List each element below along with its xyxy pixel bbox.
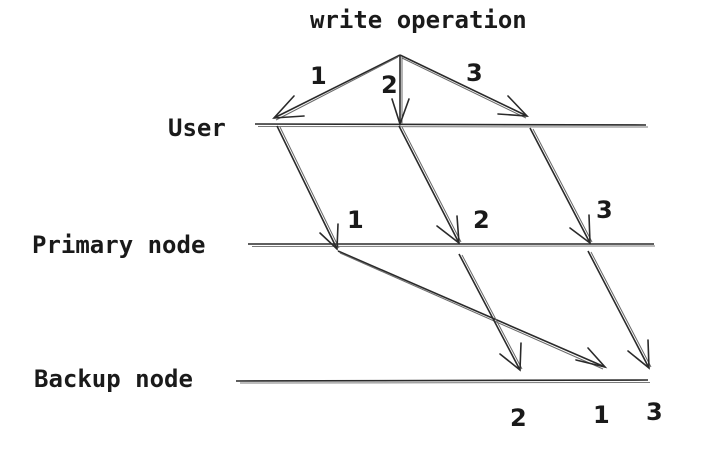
lane-label-primary: Primary node (32, 231, 205, 259)
primary-label-1: 1 (347, 206, 364, 234)
user-to-primary-arrow-2 (398, 125, 462, 245)
lane-label-user: User (168, 114, 226, 142)
primary-label-2: 2 (473, 206, 490, 234)
backup-label-1: 1 (593, 401, 610, 429)
write-arrow-1 (272, 54, 401, 121)
lane-backup (235, 379, 651, 384)
write-arrow-3 (399, 54, 529, 119)
diagram-title: write operation (310, 6, 527, 34)
user-to-primary-arrow-1 (276, 125, 340, 251)
primary-to-backup-arrow-2 (458, 253, 523, 372)
lane-primary (248, 243, 656, 247)
write-arrow-label-3: 3 (466, 59, 483, 87)
primary-label-3: 3 (596, 196, 613, 224)
backup-label-2: 2 (510, 404, 527, 432)
write-arrow-2 (391, 55, 410, 127)
lane-user (254, 123, 649, 128)
primary-to-backup-arrow-1 (337, 250, 608, 370)
backup-label-3: 3 (646, 398, 663, 426)
lane-label-backup: Backup node (34, 365, 193, 393)
write-arrow-label-2: 2 (381, 71, 398, 99)
user-to-primary-arrow-3 (529, 127, 593, 245)
primary-to-backup-arrow-3 (587, 250, 652, 370)
write-arrow-label-1: 1 (310, 62, 327, 90)
